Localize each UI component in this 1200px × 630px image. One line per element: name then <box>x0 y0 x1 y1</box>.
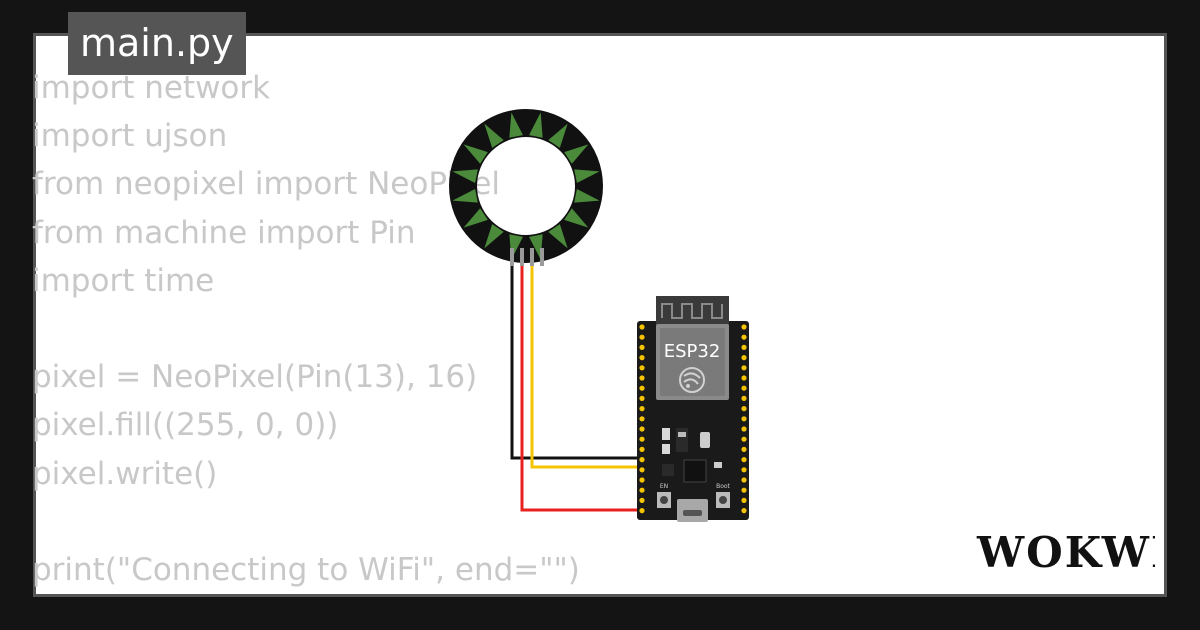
header-pin <box>639 457 645 463</box>
header-pin <box>639 344 645 350</box>
wokwi-logo-text: WOKWI <box>976 528 1155 577</box>
neopixel-led <box>463 208 488 228</box>
header-pin <box>741 355 747 361</box>
header-pin <box>639 355 645 361</box>
en-label: EN <box>660 483 668 490</box>
neopixel-led <box>564 208 589 228</box>
neopixel-led <box>484 224 504 249</box>
header-pin <box>639 385 645 391</box>
header-pin <box>741 365 747 371</box>
neopixel-led <box>564 144 589 164</box>
code-line: import ujson <box>32 118 228 155</box>
header-pin <box>741 497 747 503</box>
neopixel-led <box>574 169 600 183</box>
header-pin <box>639 497 645 503</box>
wires <box>510 250 642 512</box>
header-pin <box>639 365 645 371</box>
header-pin <box>639 508 645 514</box>
header-pin <box>639 467 645 473</box>
header-pin <box>741 385 747 391</box>
wokwi-logo: WOKWI <box>976 528 1155 577</box>
header-pin <box>639 446 645 452</box>
neopixel-led <box>529 234 543 260</box>
header-pin <box>639 487 645 493</box>
header-pin <box>639 436 645 442</box>
header-pin <box>741 436 747 442</box>
chip-label: ESP32 <box>664 341 721 362</box>
header-pin <box>741 446 747 452</box>
wire-vcc[interactable] <box>520 250 642 512</box>
neopixel-led <box>463 144 488 164</box>
neopixel-led <box>452 169 478 183</box>
header-pin <box>741 467 747 473</box>
wire-gnd[interactable] <box>510 250 642 460</box>
header-pin <box>741 344 747 350</box>
neopixel-ring[interactable] <box>449 109 603 266</box>
header-pin <box>741 324 747 330</box>
code-line: pixel = NeoPixel(Pin(13), 16) <box>32 359 478 396</box>
code-line: from machine import Pin <box>32 214 416 251</box>
code-line: import network <box>32 70 271 106</box>
code-line: pixel.fill((255, 0, 0)) <box>32 407 339 444</box>
header-pin <box>639 406 645 412</box>
header-pin <box>639 324 645 330</box>
header-pin <box>741 457 747 463</box>
header-pin <box>741 375 747 381</box>
wire-data[interactable] <box>530 250 642 469</box>
code-line: import time <box>32 262 215 299</box>
header-pin <box>741 487 747 493</box>
neopixel-led <box>484 123 504 148</box>
espressif-logo-icon <box>679 367 705 393</box>
code-line: print("Connecting to WiFi", end="") <box>32 551 580 588</box>
neopixel-led <box>548 224 568 249</box>
neopixel-led <box>529 112 543 138</box>
neopixel-led <box>509 112 523 138</box>
neopixel-led <box>452 189 478 203</box>
header-pin <box>639 334 645 340</box>
header-pin <box>741 508 747 514</box>
preview-frame <box>33 33 1167 597</box>
code-line: from neopixel import NeoPixel <box>32 166 501 203</box>
header-pin <box>639 416 645 422</box>
header-pin <box>741 334 747 340</box>
header-pin <box>741 477 747 483</box>
header-pin <box>639 477 645 483</box>
header-pin <box>741 395 747 401</box>
header-pin <box>639 375 645 381</box>
header-pins <box>639 324 747 514</box>
header-pin <box>639 395 645 401</box>
boot-label: Boot <box>716 483 730 490</box>
code-line: pixel.write() <box>32 455 218 492</box>
code-editor[interactable]: import network import ujson from neopixel … <box>32 64 580 594</box>
header-pin <box>741 426 747 432</box>
header-pin <box>741 416 747 422</box>
header-pin <box>639 426 645 432</box>
header-pin <box>741 406 747 412</box>
neopixel-led <box>548 123 568 148</box>
file-tab-main-py[interactable]: main.py <box>68 12 246 75</box>
neopixel-led <box>574 189 600 203</box>
esp32-board[interactable]: ESP32 Boot EN <box>637 296 749 522</box>
